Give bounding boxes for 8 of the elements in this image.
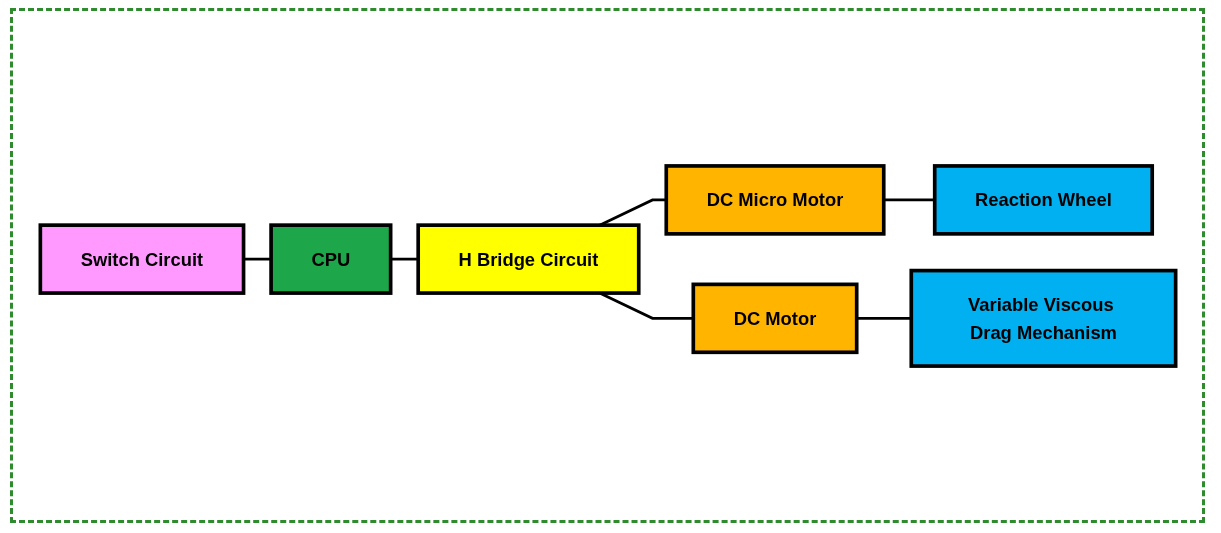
dashed-frame: Switch Circuit CPU H Bridge Circuit DC Micro Motor Reaction Wheel DC Motor Variable Viscous Drag Mechanism [10,8,1205,523]
node-box [268,222,392,295]
node-box [690,282,859,354]
node-box [38,222,245,295]
node-box [932,163,1154,236]
node-box [415,222,641,295]
node-box [908,268,1177,368]
node-box [663,163,886,236]
